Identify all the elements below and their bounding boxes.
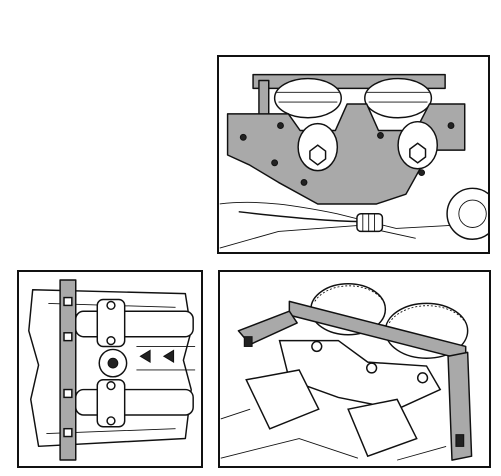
bar-slot (63, 296, 73, 307)
plate-hole (447, 122, 455, 130)
right-bolt-head (409, 142, 427, 164)
bearing-cap (96, 298, 126, 348)
cap-bolt (311, 340, 323, 353)
cap-bolt (416, 372, 429, 384)
figure-upper-right (217, 55, 490, 254)
upper-camshaft (75, 310, 194, 338)
hose-clamp (356, 213, 384, 233)
plate-hole (418, 169, 426, 177)
cap-bolt (106, 335, 116, 346)
sprocket-locking-plate-illustration (220, 283, 473, 461)
plate-hole (239, 133, 247, 141)
camshaft-locking-tool-illustration (219, 73, 488, 249)
cam-lobe (347, 398, 418, 458)
bracket-slot (243, 336, 253, 347)
lower-camshaft (75, 388, 194, 416)
vertical-locking-bar (59, 279, 77, 461)
figure-lower-right (218, 270, 491, 468)
bar-slot (63, 427, 73, 438)
plate-hole (277, 122, 284, 130)
cap-bolt (366, 362, 378, 374)
cap-bolt (106, 380, 116, 391)
pulley (446, 187, 488, 240)
right-locking-bar (447, 351, 473, 461)
cylinder-head-top-view-illustration (28, 279, 196, 461)
arrow-icon (139, 349, 175, 364)
bar-slot (63, 332, 73, 342)
figure-lower-left (17, 270, 203, 468)
plate-hole (377, 131, 384, 139)
cap-bolt (106, 300, 116, 311)
plate-hole (271, 159, 279, 167)
left-sprocket (273, 77, 342, 119)
bearing-cap (96, 379, 126, 428)
bar-slot (455, 434, 465, 447)
right-sprocket (364, 77, 433, 119)
cap-bolt (106, 416, 116, 426)
cam-lobe (245, 369, 320, 430)
left-bolt-head (309, 144, 327, 166)
locking-plate (226, 103, 466, 205)
bar-slot (63, 388, 73, 399)
center-plug-hole (107, 357, 119, 369)
plate-hole (300, 178, 308, 186)
